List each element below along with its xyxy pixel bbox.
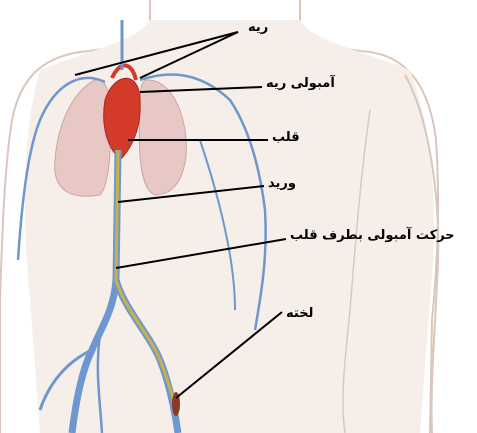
label-pulmonary-embolism: آمبولی ریه [266, 76, 335, 91]
label-embolus-movement: حرکت آمبولی بطرف قلب [290, 228, 455, 243]
label-heart: قلب [272, 130, 300, 145]
label-clot: لخته [286, 306, 313, 321]
label-lung: ریه [248, 20, 268, 35]
label-vein: ورید [268, 176, 296, 191]
